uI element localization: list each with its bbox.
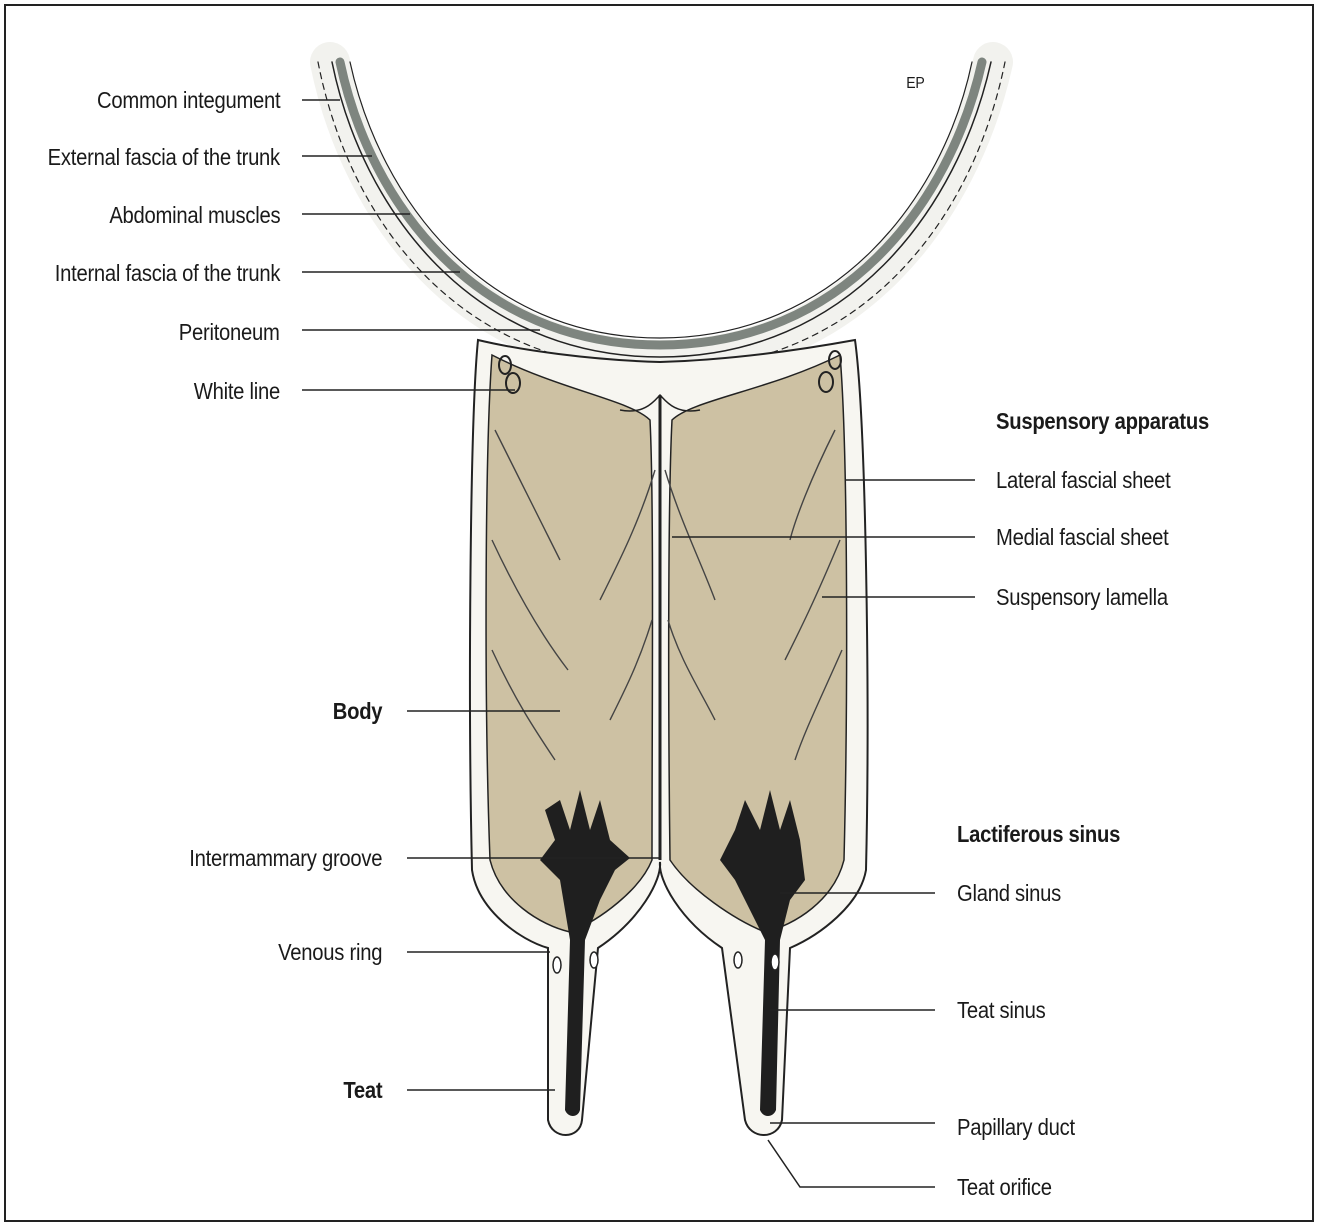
label-lateral-fascial-sheet: Lateral fascial sheet	[996, 466, 1170, 494]
label-suspensory-apparatus: Suspensory apparatus	[996, 407, 1209, 435]
label-papillary-duct: Papillary duct	[957, 1113, 1075, 1141]
label-teat-sinus: Teat sinus	[957, 996, 1045, 1024]
label-body: Body	[332, 697, 382, 725]
label-intermammary-groove: Intermammary groove	[189, 844, 382, 872]
label-venous-ring: Venous ring	[278, 938, 382, 966]
label-common-integument: Common integument	[97, 86, 280, 114]
body-wall	[318, 62, 1005, 370]
label-peritoneum: Peritoneum	[179, 318, 280, 346]
label-lactiferous-sinus: Lactiferous sinus	[957, 820, 1120, 848]
label-external-fascia: External fascia of the trunk	[48, 143, 280, 171]
label-abdominal-muscles: Abdominal muscles	[109, 201, 280, 229]
label-white-line: White line	[194, 377, 280, 405]
label-medial-fascial-sheet: Medial fascial sheet	[996, 523, 1168, 551]
label-gland-sinus: Gland sinus	[957, 879, 1061, 907]
label-teat-orifice: Teat orifice	[957, 1173, 1052, 1201]
label-internal-fascia: Internal fascia of the trunk	[55, 259, 281, 287]
label-suspensory-lamella: Suspensory lamella	[996, 583, 1168, 611]
artist-signature: EP	[906, 70, 924, 98]
label-teat: Teat	[343, 1076, 382, 1104]
